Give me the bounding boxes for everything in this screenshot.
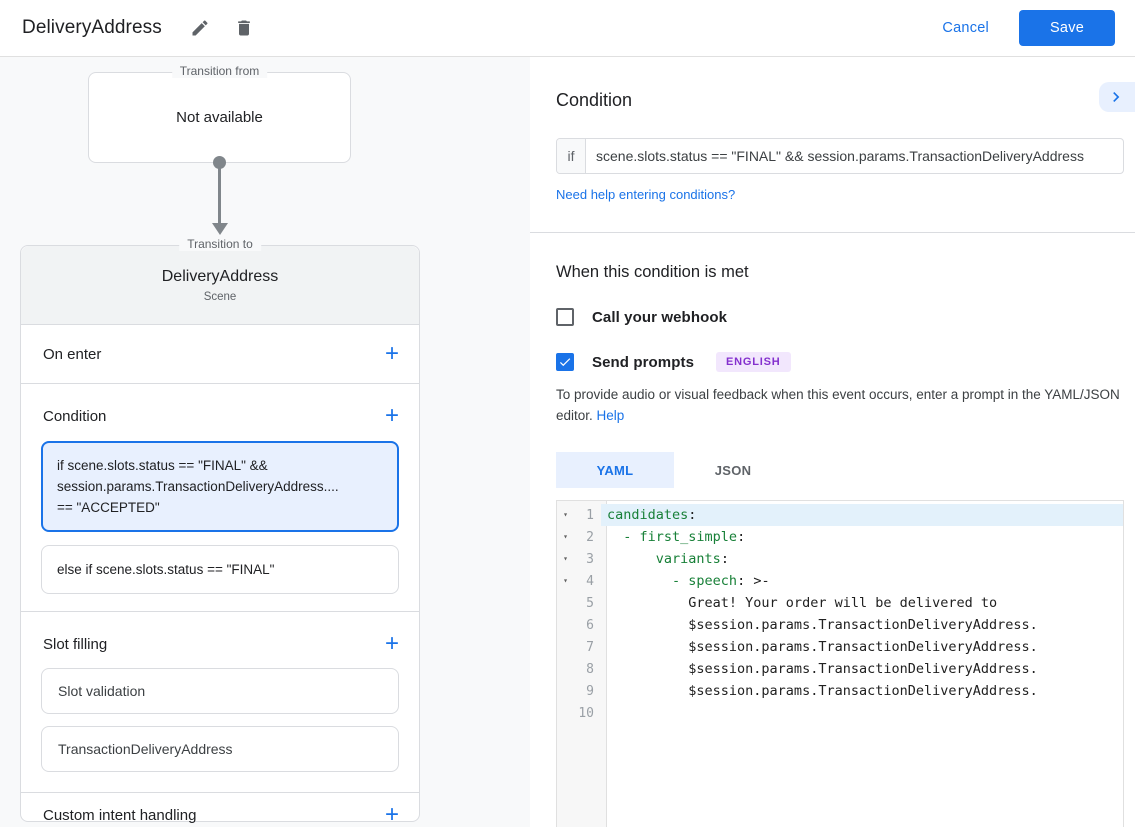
- tab-yaml[interactable]: YAML: [556, 452, 674, 488]
- condition-card-list: if scene.slots.status == "FINAL" && sess…: [41, 441, 399, 594]
- code-lines: ▾ 1 candidates: ▾ 2 - first_simple: ▾ 3 varian…: [557, 501, 1123, 724]
- helper-text: To provide audio or visual feedback when…: [556, 387, 1120, 423]
- scene-type-label: Scene: [203, 290, 237, 303]
- when-met-title: When this condition is met: [556, 263, 749, 281]
- slot-filling-label: Slot filling: [43, 635, 108, 653]
- on-enter-section: On enter +: [21, 325, 419, 384]
- code-text: Great! Your order will be delivered to: [607, 595, 998, 611]
- code-line[interactable]: 5 Great! Your order will be delivered to: [557, 592, 1123, 614]
- fold-arrow-icon[interactable]: ▾: [563, 554, 568, 563]
- condition-section: Condition + if scene.slots.status == "FI…: [21, 384, 419, 612]
- slot-card[interactable]: TransactionDeliveryAddress: [41, 726, 399, 772]
- trash-icon: [237, 20, 250, 36]
- line-number: 3: [586, 551, 594, 567]
- language-badge: ENGLISH: [716, 352, 791, 372]
- condition-expression-group: if scene.slots.status == "FINAL" && sess…: [556, 138, 1124, 174]
- fold-arrow-icon[interactable]: ▾: [563, 576, 568, 585]
- line-number: 4: [586, 573, 594, 589]
- if-prefix-label: if: [557, 139, 586, 173]
- line-number: 9: [586, 683, 594, 699]
- condition-panel-title: Condition: [556, 90, 633, 110]
- add-condition-icon[interactable]: +: [384, 402, 399, 429]
- code-text: variants:: [655, 551, 729, 567]
- line-number: 6: [586, 617, 594, 633]
- call-webhook-label: Call your webhook: [592, 308, 728, 326]
- scene-card-header: DeliveryAddress Scene: [21, 246, 419, 325]
- send-prompts-label: Send prompts: [592, 353, 695, 371]
- conditions-help-link[interactable]: Need help entering conditions?: [556, 187, 736, 202]
- on-enter-label: On enter: [43, 345, 102, 363]
- code-text: $session.params.TransactionDeliveryAddre…: [607, 661, 1038, 677]
- call-webhook-checkbox[interactable]: [556, 308, 574, 326]
- send-prompts-checkbox[interactable]: [556, 353, 574, 371]
- scene-card: Transition to DeliveryAddress Scene On e…: [20, 237, 420, 827]
- connector-arrowhead-icon: [212, 223, 228, 235]
- connector-dot: [213, 156, 226, 169]
- line-number: 7: [586, 639, 594, 655]
- section-divider: [530, 232, 1135, 233]
- scene-graph-panel: Transition from Not available Transition…: [0, 57, 530, 827]
- code-text: $session.params.TransactionDeliveryAddre…: [607, 617, 1038, 633]
- condition-card[interactable]: else if scene.slots.status == "FINAL": [41, 545, 399, 594]
- prompt-helper-text: To provide audio or visual feedback when…: [556, 384, 1124, 426]
- fold-arrow-icon[interactable]: ▾: [563, 532, 568, 541]
- send-prompts-row: Send prompts ENGLISH: [556, 352, 1124, 372]
- line-number: 2: [586, 529, 594, 545]
- code-line[interactable]: 7 $session.params.TransactionDeliveryAdd…: [557, 636, 1123, 658]
- yaml-editor[interactable]: ▾ 1 candidates: ▾ 2 - first_simple: ▾ 3 varian…: [556, 500, 1124, 827]
- page-title: DeliveryAddress: [22, 17, 162, 38]
- line-number: 1: [586, 507, 594, 523]
- code-text: - first_simple:: [623, 529, 746, 545]
- code-text: $session.params.TransactionDeliveryAddre…: [607, 683, 1038, 699]
- slot-card[interactable]: Slot validation: [41, 668, 399, 714]
- tab-json[interactable]: JSON: [714, 462, 752, 478]
- transition-from-value: Not available: [176, 109, 263, 126]
- code-line[interactable]: 6 $session.params.TransactionDeliveryAdd…: [557, 614, 1123, 636]
- code-line[interactable]: ▾ 4 - speech: >-: [557, 570, 1123, 592]
- transition-to-legend: Transition to: [179, 237, 261, 251]
- add-on-enter-icon[interactable]: +: [384, 340, 399, 367]
- connector-line: [218, 163, 221, 225]
- editor-tabs: YAML JSON: [556, 452, 1124, 488]
- line-number: 5: [586, 595, 594, 611]
- condition-detail-panel: Condition if scene.slots.status == "FINA…: [530, 57, 1135, 827]
- code-text: $session.params.TransactionDeliveryAddre…: [607, 639, 1038, 655]
- edit-title-button[interactable]: [182, 10, 218, 46]
- editor-gutter: [557, 501, 607, 827]
- checkmark-icon: [559, 358, 571, 367]
- line-number: 8: [586, 661, 594, 677]
- code-line[interactable]: ▾ 2 - first_simple:: [557, 526, 1123, 548]
- code-text: candidates:: [601, 504, 1123, 526]
- line-number: 10: [578, 705, 594, 721]
- help-link[interactable]: Help: [596, 408, 625, 423]
- webhook-row: Call your webhook: [556, 308, 1124, 326]
- add-slot-icon[interactable]: +: [384, 630, 399, 657]
- scene-name: DeliveryAddress: [161, 267, 279, 285]
- cancel-button[interactable]: Cancel: [942, 20, 989, 36]
- collapse-panel-button[interactable]: [1099, 82, 1135, 112]
- transition-from-box: Transition from Not available: [88, 64, 351, 163]
- condition-section-label: Condition: [43, 407, 107, 425]
- code-line[interactable]: 9 $session.params.TransactionDeliveryAdd…: [557, 680, 1123, 702]
- delete-scene-button[interactable]: [226, 10, 262, 46]
- code-line[interactable]: 8 $session.params.TransactionDeliveryAdd…: [557, 658, 1123, 680]
- fold-arrow-icon[interactable]: ▾: [563, 510, 568, 519]
- transition-from-legend: Transition from: [171, 64, 268, 78]
- code-line[interactable]: 10: [557, 702, 1123, 724]
- code-text: - speech: >-: [672, 573, 770, 589]
- condition-card[interactable]: if scene.slots.status == "FINAL" && sess…: [41, 441, 399, 532]
- top-bar: DeliveryAddress Cancel Save: [0, 0, 1135, 57]
- code-line[interactable]: ▾ 1 candidates:: [557, 504, 1123, 526]
- code-line[interactable]: ▾ 3 variants:: [557, 548, 1123, 570]
- add-custom-intent-icon[interactable]: +: [384, 801, 399, 827]
- pencil-icon: [192, 20, 208, 36]
- code-text: [601, 702, 1123, 724]
- condition-expression-input[interactable]: scene.slots.status == "FINAL" && session…: [596, 148, 1084, 164]
- custom-intent-label: Custom intent handling: [43, 806, 197, 824]
- chevron-right-icon: [1113, 92, 1120, 102]
- custom-intent-section: Custom intent handling +: [21, 793, 419, 827]
- save-button[interactable]: Save: [1019, 10, 1115, 46]
